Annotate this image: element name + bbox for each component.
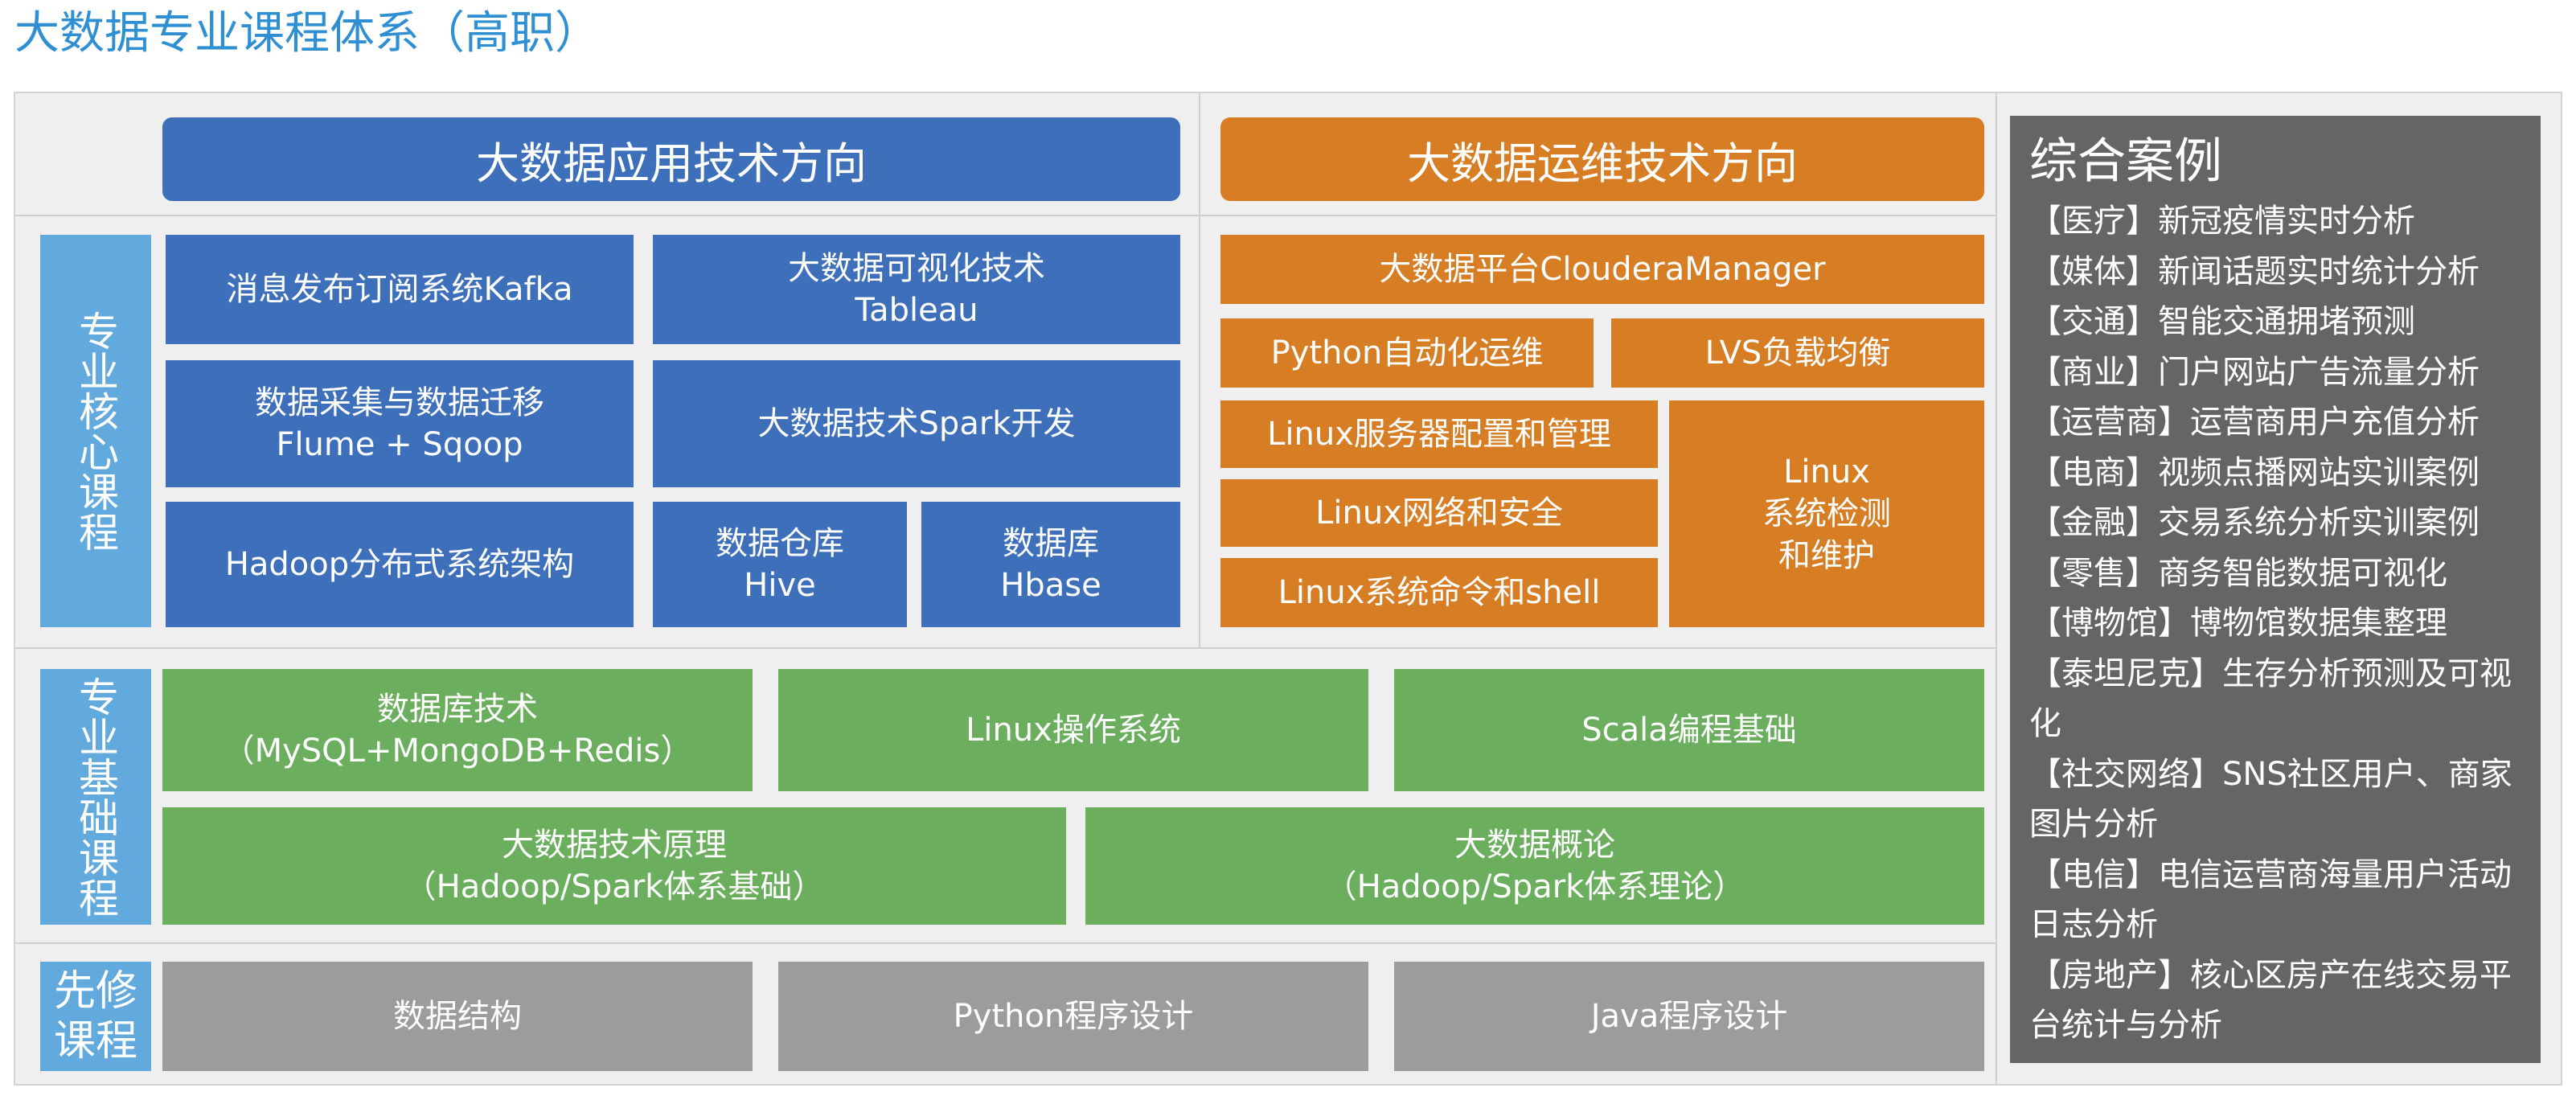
header-app-direction: 大数据应用技术方向 [162,117,1180,201]
course-linux-network-label: Linux网络和安全 [1315,495,1563,532]
cases-panel: 综合案例 【医疗】新冠疫情实时分析 【媒体】新闻话题实时统计分析 【交通】智能交… [2010,116,2541,1063]
course-linux-server-label: Linux服务器配置和管理 [1267,416,1611,453]
section-label-prereq: 先修课程 [40,962,151,1071]
case-item: 【博物馆】博物馆数据集整理 [2029,605,2447,642]
course-hive-line1: 数据仓库 [716,525,844,562]
course-cloudera-label: 大数据平台ClouderaManager [1379,251,1826,288]
course-python-label: Python程序设计 [953,998,1194,1035]
case-item: 【房地产】核心区房产在线交易平台统计与分析 [2029,956,2512,1045]
page-title: 大数据专业课程体系（高职） [14,7,600,60]
course-visualization: 大数据可视化技术 Tableau [653,235,1180,344]
course-data-collection-line2: Flume + Sqoop [276,426,523,463]
course-linux-check-line3: 和维护 [1778,537,1875,574]
course-kafka: 消息发布订阅系统Kafka [166,235,634,344]
section-label-basic: 专业基础课程 [40,669,151,925]
course-bigdata-intro: 大数据概论 （Hadoop/Spark体系理论） [1085,807,1984,925]
divider-basic-prereq [15,942,1996,944]
case-item: 【金融】交易系统分析实训案例 [2029,504,2480,541]
course-bigdata-intro-line2: （Hadoop/Spark体系理论） [1324,868,1745,905]
case-item: 【电商】视频点播网站实训案例 [2029,454,2480,491]
course-linux-server: Linux服务器配置和管理 [1220,400,1658,468]
case-item: 【泰坦尼克】生存分析预测及可视化 [2029,655,2512,743]
course-python-ops: Python自动化运维 [1220,318,1594,388]
course-linux-network: Linux网络和安全 [1220,479,1658,547]
case-item: 【医疗】新冠疫情实时分析 [2029,203,2415,240]
course-data-structure-label: 数据结构 [393,998,522,1035]
divider-header [15,215,1996,216]
course-spark: 大数据技术Spark开发 [653,360,1180,487]
course-kafka-label: 消息发布订阅系统Kafka [226,271,573,308]
course-hadoop-label: Hadoop分布式系统架构 [224,546,575,583]
course-linux-os-label: Linux操作系统 [966,712,1181,749]
course-linux-os: Linux操作系统 [778,669,1368,791]
course-hbase-line2: Hbase [1000,567,1101,604]
case-item: 【交通】智能交通拥堵预测 [2029,303,2415,340]
course-visualization-line1: 大数据可视化技术 [788,250,1045,287]
divider-app-ops [1199,93,1200,648]
case-item: 【媒体】新闻话题实时统计分析 [2029,252,2480,290]
course-bigdata-intro-line1: 大数据概论 [1454,827,1615,864]
course-bigdata-principle-line2: （Hadoop/Spark体系基础） [404,868,825,905]
course-python: Python程序设计 [778,962,1368,1071]
course-scala-label: Scala编程基础 [1581,712,1797,749]
course-visualization-line2: Tableau [855,292,978,329]
course-linux-shell-label: Linux系统命令和shell [1278,574,1601,611]
course-database: 数据库技术 （MySQL+MongoDB+Redis） [162,669,753,791]
course-java-label: Java程序设计 [1590,998,1788,1035]
course-scala: Scala编程基础 [1394,669,1984,791]
course-hbase-line1: 数据库 [1003,525,1099,562]
section-label-core: 专业核心课程 [40,235,151,627]
divider-core-basic [15,647,1996,649]
cases-list: 【医疗】新冠疫情实时分析 【媒体】新闻话题实时统计分析 【交通】智能交通拥堵预测… [2029,196,2521,1051]
case-item: 【电信】电信运营商海量用户活动日志分析 [2029,856,2512,944]
section-label-prereq-text: 先修课程 [53,967,137,1065]
cases-title: 综合案例 [2029,133,2222,190]
course-linux-check-line1: Linux [1783,454,1870,490]
course-python-ops-label: Python自动化运维 [1270,335,1544,371]
course-lvs-label: LVS负载均衡 [1704,335,1891,371]
case-item: 【零售】商务智能数据可视化 [2029,554,2447,592]
course-bigdata-principle-line1: 大数据技术原理 [502,827,727,864]
header-ops-direction: 大数据运维技术方向 [1220,117,1984,201]
course-hive-line2: Hive [744,567,816,604]
course-data-collection: 数据采集与数据迁移 Flume + Sqoop [166,360,634,487]
course-java: Java程序设计 [1394,962,1984,1071]
course-database-line2: （MySQL+MongoDB+Redis） [222,733,693,770]
course-linux-check-line2: 系统检测 [1762,495,1891,532]
course-spark-label: 大数据技术Spark开发 [757,405,1076,442]
case-item: 【社交网络】SNS社区用户、商家图片分析 [2029,755,2512,843]
course-hadoop: Hadoop分布式系统架构 [166,502,634,627]
course-database-line1: 数据库技术 [377,691,538,728]
course-data-collection-line1: 数据采集与数据迁移 [255,384,544,421]
course-linux-check: Linux 系统检测 和维护 [1669,400,1984,627]
course-data-structure: 数据结构 [162,962,753,1071]
course-cloudera: 大数据平台ClouderaManager [1220,235,1984,304]
case-item: 【运营商】运营商用户充值分析 [2029,404,2480,441]
course-linux-shell: Linux系统命令和shell [1220,558,1658,627]
course-bigdata-principle: 大数据技术原理 （Hadoop/Spark体系基础） [162,807,1066,925]
case-item: 【商业】门户网站广告流量分析 [2029,353,2480,391]
divider-cases [1996,93,1997,1084]
course-hive: 数据仓库 Hive [653,502,907,627]
course-lvs: LVS负载均衡 [1611,318,1984,388]
course-hbase: 数据库 Hbase [921,502,1180,627]
